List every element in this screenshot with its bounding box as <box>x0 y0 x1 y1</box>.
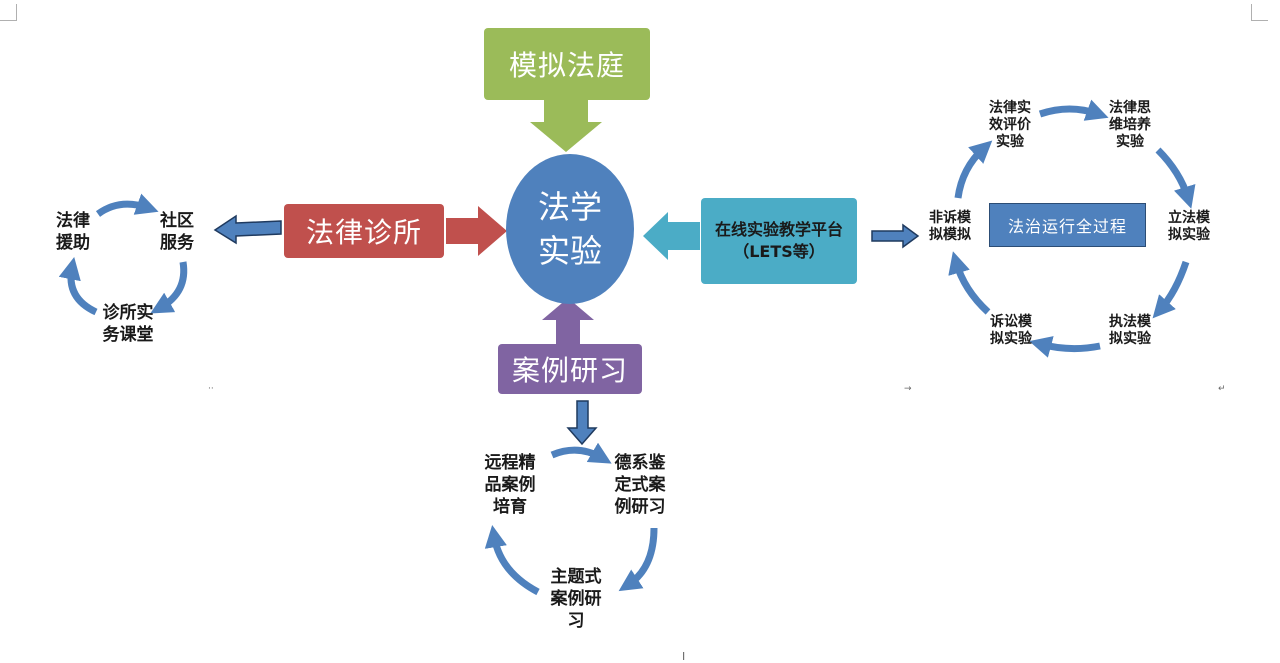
legislation-sim-label: 立法模拟实验 <box>1168 210 1210 243</box>
tab-mark: → <box>904 384 912 394</box>
page-corner-mark <box>0 4 17 21</box>
non-litigation-sim-label: 非诉模拟模拟 <box>929 210 971 243</box>
moot-court-label: 模拟法庭 <box>508 49 625 82</box>
law-arc-upper-left <box>954 140 993 199</box>
legal-thinking-label: 法律思维培养实验 <box>1109 100 1151 150</box>
clinic-practice-class-label: 诊所实务课堂 <box>102 303 154 345</box>
case-arc-top <box>550 442 612 464</box>
law-arc-lower-left <box>948 251 991 315</box>
paragraph-mark: ·· <box>208 384 214 394</box>
law-arc-upper-right <box>1155 147 1196 209</box>
case-arc-left <box>484 524 540 596</box>
legal-clinic-label: 法律诊所 <box>305 216 422 249</box>
clinic-arc-left <box>58 257 98 316</box>
remote-fine-case-label: 远程精品案例培育 <box>484 453 536 517</box>
law-experiment-center: 法学实验 <box>506 154 634 304</box>
law-arc-top <box>1038 99 1109 121</box>
case-arc-right <box>618 527 658 592</box>
legal-aid-label: 法律援助 <box>56 211 90 253</box>
online-platform-arrow <box>643 212 700 260</box>
litigation-sim-label: 诉讼模拟实验 <box>990 314 1032 347</box>
german-style-case-label: 德系鉴定式案例研习 <box>614 453 666 517</box>
moot-court-box: 模拟法庭 <box>484 28 650 100</box>
online-platform-box: 在线实验教学平台（LETS等） <box>701 198 857 284</box>
effect-evaluation-label: 法律实效评价实验 <box>989 100 1031 150</box>
law-arc-bottom <box>1029 336 1101 358</box>
law-arc-lower-right <box>1152 260 1190 319</box>
clinic-arc-right <box>150 261 188 314</box>
center-label: 法学实验 <box>537 188 602 270</box>
clinic-arc-top <box>95 193 159 217</box>
to-community-arrow <box>213 214 282 245</box>
paragraph-mark: ↵ <box>1218 384 1226 394</box>
case-study-label: 案例研习 <box>511 354 628 387</box>
legal-clinic-box: 法律诊所 <box>284 204 444 258</box>
cursor-mark: I <box>682 650 686 663</box>
community-service-label: 社区服务 <box>160 211 194 253</box>
case-study-box: 案例研习 <box>498 344 642 394</box>
page-corner-mark <box>1251 4 1268 21</box>
moot-court-arrow <box>530 100 602 152</box>
law-enforcement-sim-label: 执法模拟实验 <box>1109 314 1151 347</box>
to-rule-of-law-arrow <box>871 223 920 249</box>
clinic-arrow <box>446 206 507 256</box>
rule-of-law-process-label: 法治运行全过程 <box>1007 217 1127 236</box>
to-case-cycle-arrow <box>566 400 598 446</box>
thematic-case-label: 主题式案例研习 <box>550 567 602 631</box>
rule-of-law-process-box: 法治运行全过程 <box>989 203 1146 247</box>
online-platform-label: 在线实验教学平台（LETS等） <box>714 220 843 261</box>
case-study-arrow <box>542 298 594 344</box>
